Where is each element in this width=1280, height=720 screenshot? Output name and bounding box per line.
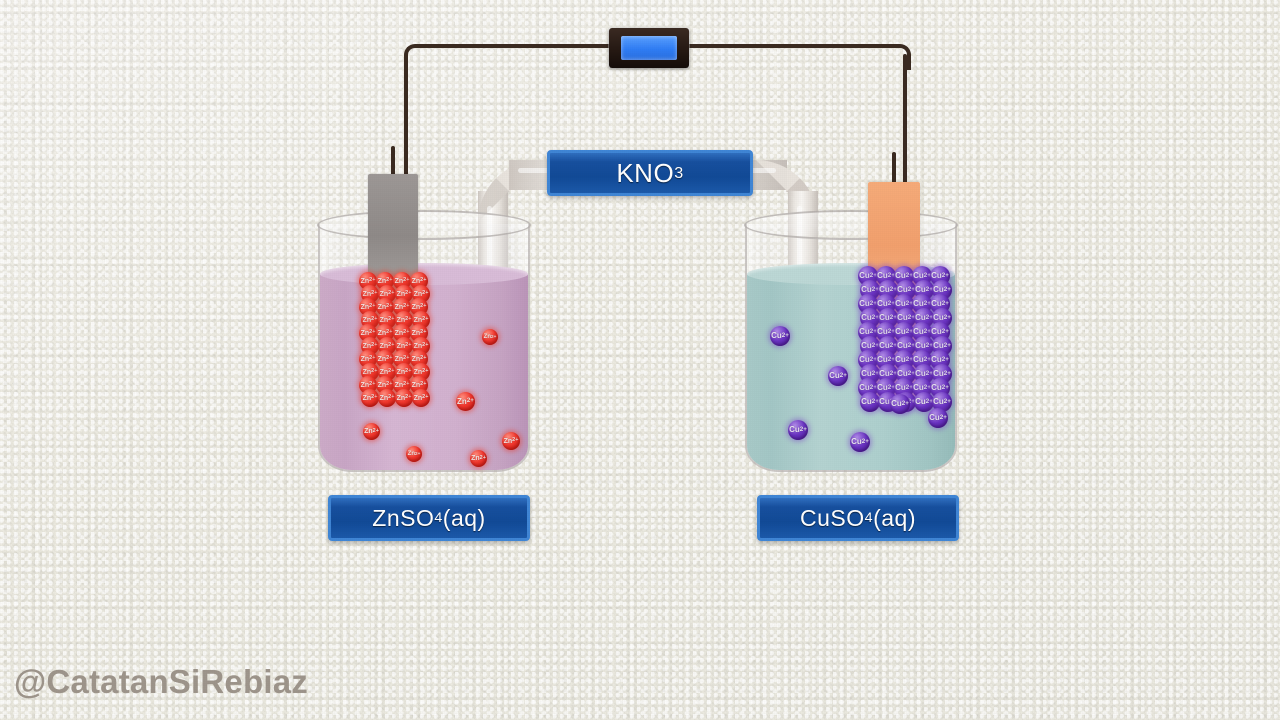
zinc-electrode-lead	[391, 146, 395, 176]
wire-top-right-segment	[687, 44, 887, 48]
voltmeter[interactable]	[609, 28, 689, 68]
wire-left-vertical	[404, 54, 408, 191]
right-solution-label-text: CuSO	[800, 504, 865, 531]
left-solution-label-subscript: 4	[434, 510, 443, 526]
right-solution-label-suffix: (aq)	[873, 504, 916, 531]
wire-top-left-segment	[424, 44, 611, 48]
right-solution-label-subscript: 4	[864, 510, 874, 526]
salt-bridge-label-subscript: 3	[674, 163, 684, 182]
beaker-left-rim	[317, 210, 531, 240]
voltmeter-display	[621, 36, 677, 60]
salt-bridge-label-text: KNO	[616, 157, 675, 188]
left-solution-label-suffix: (aq)	[442, 504, 486, 531]
watermark: @CatatanSiRebiaz	[14, 663, 308, 700]
wire-left-corner	[404, 44, 430, 70]
wire-right-corner	[885, 44, 911, 70]
copper-electrode-lead	[892, 152, 896, 184]
beaker-right-rim	[744, 210, 958, 240]
left-solution-label-text: ZnSO	[372, 504, 435, 531]
wire-right-vertical	[903, 54, 907, 184]
